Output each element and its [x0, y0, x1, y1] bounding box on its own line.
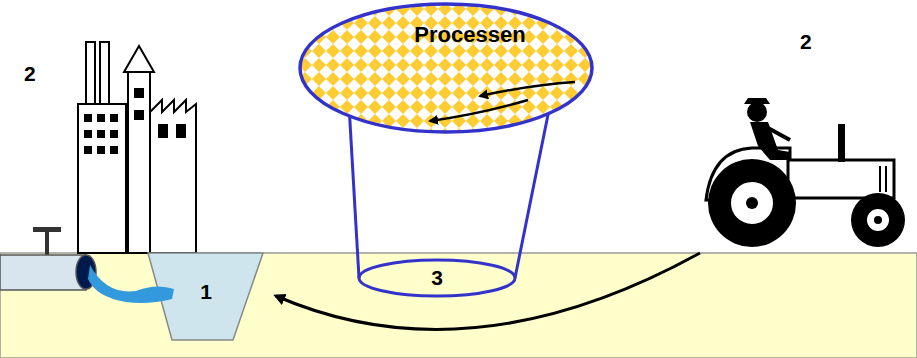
valve-icon [33, 227, 61, 255]
callout-number: 2 [24, 62, 36, 86]
zoom-line [350, 116, 359, 278]
process-arrow [430, 100, 528, 121]
node-label: Processen [414, 22, 525, 47]
process-arrow [480, 82, 575, 96]
zoom-line [515, 114, 548, 278]
soil-ground [0, 253, 917, 358]
node-label: 1 [200, 280, 212, 304]
factory-icon [78, 42, 196, 253]
callout-number: 2 [800, 30, 812, 54]
process-ellipse-outline [298, 2, 594, 134]
discharge-water [88, 265, 174, 303]
discharge-pipe [0, 255, 96, 290]
zone-ellipse: 3 [357, 258, 517, 298]
node-label: 3 [431, 266, 443, 290]
tractor-icon [706, 98, 905, 247]
ditch-shape: 1 [148, 253, 263, 341]
process-ellipse: Processen [298, 2, 594, 134]
flow-arrow [276, 253, 700, 329]
